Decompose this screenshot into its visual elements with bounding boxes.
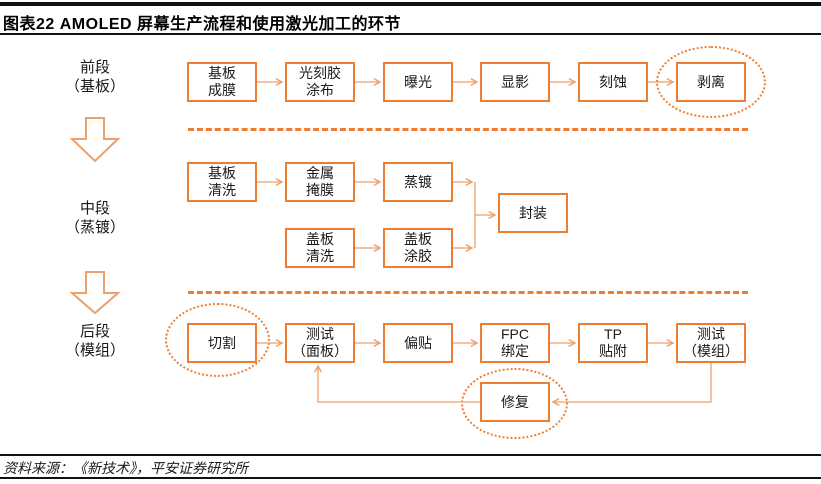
stage-label-middle: 中段 （蒸镀）: [64, 200, 125, 236]
source-note: 资料来源：《新技术》，平安证券研究所: [3, 462, 248, 477]
flow-box-lamination: 偏贴: [383, 323, 453, 363]
flow-box-liftoff: 剥离: [676, 62, 746, 102]
flow-box-exposure: 曝光: [383, 62, 453, 102]
section-divider-2: [188, 291, 748, 294]
down-arrow-icon: [69, 117, 121, 163]
section-divider-1: [188, 128, 748, 131]
flow-box-encapsulation: 封装: [498, 193, 568, 233]
footer-rule-top: [0, 454, 821, 456]
figure-title: 图表22 AMOLED 屏幕生产流程和使用激光加工的环节: [3, 16, 402, 33]
laser-highlight-cutting: [165, 303, 270, 377]
stage-label-front: 前段 （基板）: [64, 59, 125, 95]
flow-box-cutting: 切割: [187, 323, 257, 363]
flow-box-fpc-bonding: FPC 绑定: [480, 323, 550, 363]
flow-box-substrate-film: 基板 成膜: [187, 62, 257, 102]
flow-box-cover-cleaning: 盖板 清洗: [285, 228, 355, 268]
flow-box-panel-test: 测试 （面板）: [285, 323, 355, 363]
laser-highlight-repair: [461, 368, 568, 439]
stage-label-back: 后段 （模组）: [64, 323, 125, 359]
flow-box-evaporation: 蒸镀: [383, 162, 453, 202]
flow-box-module-test: 测试 （模组）: [676, 323, 746, 363]
top-rule: [0, 2, 821, 6]
flow-box-etching: 刻蚀: [578, 62, 648, 102]
flow-box-metal-mask: 金属 掩膜: [285, 162, 355, 202]
down-arrow-icon: [69, 271, 121, 315]
flow-box-development: 显影: [480, 62, 550, 102]
title-rule: [0, 33, 821, 35]
footer-rule-bottom: [0, 477, 821, 479]
flow-box-cover-gluing: 盖板 涂胶: [383, 228, 453, 268]
flow-box-repair: 修复: [480, 382, 550, 422]
flow-box-photoresist-coating: 光刻胶 涂布: [285, 62, 355, 102]
flow-box-substrate-cleaning: 基板 清洗: [187, 162, 257, 202]
flow-box-tp-attach: TP 贴附: [578, 323, 648, 363]
